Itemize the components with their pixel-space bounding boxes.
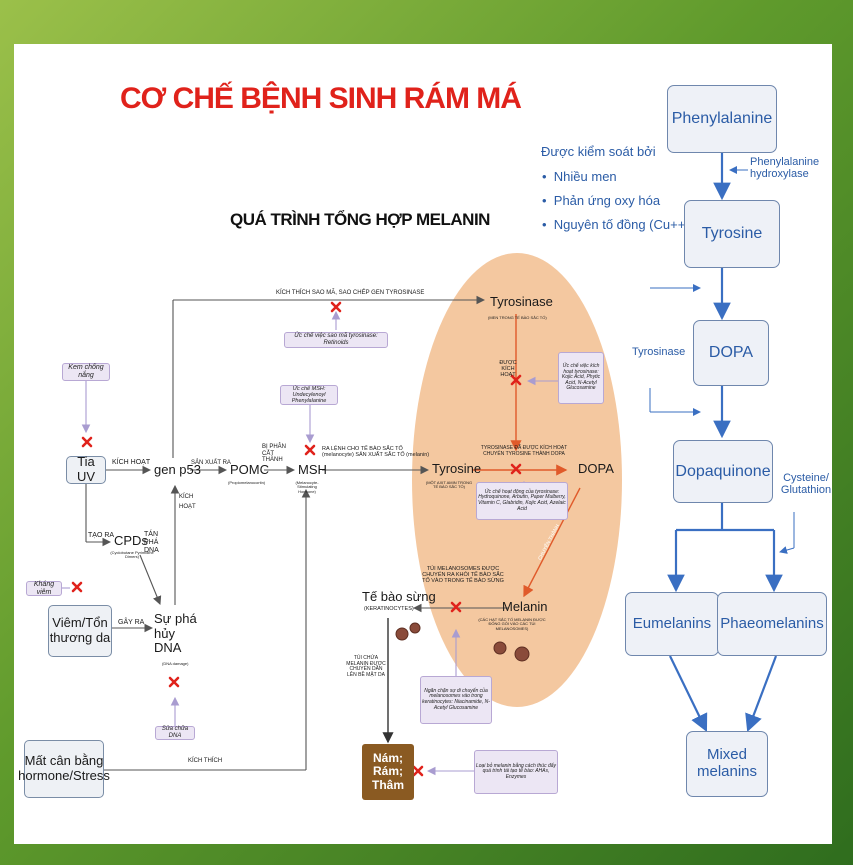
page-title: CƠ CHẾ BỆNH SINH RÁM MÁ [120, 82, 522, 115]
pomc-sub: (Propiomelanocortin) [228, 480, 266, 485]
tyrosinase-activation-inhibitor-note: Ức chế việc kích hoạt tyrosinase: Kojic … [558, 352, 604, 404]
control-item: • Nhiều men [542, 169, 617, 184]
diagram-subtitle: QUÁ TRÌNH TỔNG HỢP MELANIN [230, 210, 490, 229]
dna-damage-sub: (DNA damage) [162, 661, 189, 666]
cpds-node: CPDs [114, 533, 148, 548]
tyrosine-box: Tyrosine [684, 200, 780, 268]
msh-inhibitor-note: Ức chế MSH: Undecylenoyl Phenylalanine [280, 385, 338, 405]
controlled-by-heading: Được kiểm soát bởi [541, 144, 656, 159]
label-tyrosinase-gene: KÍCH THÍCH SAO MÃ, SAO CHÉP GEN TYROSINA… [276, 290, 425, 296]
label-signal: RA LỆNH CHO TẾ BÀO SẮC TỐ (melanocyte) S… [322, 446, 430, 459]
control-item: • Nguyên tố đồng (Cu++) [542, 217, 690, 232]
inflammation-node: Viêm/Tổn thương da [48, 605, 112, 657]
tyrosinase-sub: (MEN TRONG TẾ BÀO SẮC TỐ) [488, 315, 547, 320]
dna-repair-note: Sửa chữa DNA [155, 726, 195, 740]
tyrosine-sub: (MỘT AXIT AMIN TRONG TẾ BÀO SẮC TỐ) [425, 480, 473, 490]
p53-node: gen p53 [154, 462, 201, 477]
tyrosinase-gene-inhibitor-note: Ức chế việc sao mã tyrosinase: Retinoids [284, 332, 388, 348]
keratinocyte-node: Tế bào sừng [362, 589, 436, 604]
tyrosinase-activity-inhibitor-note: Ức chế hoạt động của tyrosinase: Hydroqu… [476, 482, 568, 520]
label-transfer: TÚI MELANOSOMES ĐƯỢC CHUYỂN RA KHỎI TẾ B… [422, 566, 504, 585]
phenylalanine-box: Phenylalanine [667, 85, 777, 153]
label-cause: GÂY RA [118, 619, 145, 626]
label-produce: SẢN XUẤT RA [191, 460, 231, 466]
control-item: • Phản ứng oxy hóa [542, 193, 661, 208]
dopa-node: DOPA [578, 461, 614, 476]
anti-inflammatory-note: Kháng viêm [26, 581, 62, 596]
eumelanins-box: Eumelanins [625, 592, 719, 656]
melanin-granules [395, 622, 530, 662]
tyrosinase-label: Tyrosinase [632, 346, 686, 358]
label-generate: TẠO RA [88, 532, 115, 539]
cysteine-label: Cysteine/ Glutathion [780, 472, 832, 497]
msh-sub: (Melanocyte-Stimulating Hormone) [295, 480, 319, 494]
msh-node: MSH [298, 462, 327, 477]
mixed-melanins-box: Mixed melanins [686, 731, 768, 797]
label-activated: ĐƯỢC KÍCH HOẠT [499, 360, 517, 379]
sun-protection-note: Kem chống nắng [62, 363, 110, 381]
label-stimulate: KÍCH THÍCH [188, 758, 223, 764]
cpds-sub: (Cyclobutane Pyrimidine Dimers) [110, 550, 154, 560]
tyrosinase-node: Tyrosinase [490, 294, 553, 309]
block-marks [71, 301, 522, 777]
hormone-stress-node: Mất cân bằng hormone/Stress [18, 740, 110, 798]
phaeomelanins-box: Phaeomelanins [717, 592, 827, 656]
keratinocyte-sub: (KERATINOCYTES) [364, 606, 414, 612]
pomc-node: POMC [230, 462, 269, 477]
melanin-sub: (CÁC HẠT SẮC TỐ MELANIN ĐƯỢC ĐÓNG GÓI VÀ… [478, 617, 546, 631]
hydroxylase-label: Phenylalanine hydroxylase [750, 156, 820, 181]
label-cleave: BỊ PHÂN CẮT THÀNH [262, 444, 287, 464]
label-carry: TÚI CHỨA MELANIN ĐƯỢC CHUYỂN DẦN LÊN BỀ … [346, 655, 386, 678]
label-break-dna: TÁN PHÁ DNA [144, 531, 159, 554]
label-activate: KÍCH HOẠT [112, 459, 151, 466]
cell-renewal-note: Loại bỏ melanin bằng cách thúc đẩy quá t… [474, 750, 558, 794]
dna-damage-node: Sự phá hủy DNA [154, 611, 197, 656]
uv-node: Tia UV [66, 455, 106, 484]
tyrosine-node: Tyrosine [432, 461, 482, 476]
dopa-box: DOPA [693, 320, 769, 386]
melanosome-transfer-inhibitor-note: Ngăn chặn sự di chuyển của melanosomes v… [420, 676, 492, 724]
melanin-node: Melanin [502, 599, 548, 614]
label-convert: TYROSINASE ĐÃ ĐƯỢC KÍCH HOẠT CHUYỂN TYRO… [480, 445, 568, 457]
dopaquinone-box: Dopaquinone [673, 440, 773, 503]
label-stimulate-vertical: KÍCH HOẠT [179, 492, 196, 512]
melasma-result: Nám; Rám; Thâm [362, 744, 414, 800]
control-factors-list: • Nhiều men • Phản ứng oxy hóa • Nguyên … [542, 165, 690, 237]
